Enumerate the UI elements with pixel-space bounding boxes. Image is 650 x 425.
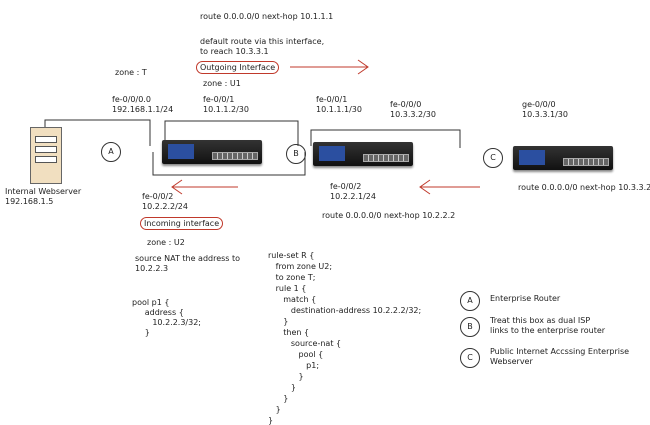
circle-b: B [286, 144, 306, 164]
router-b-icon [313, 142, 413, 166]
router-a-icon [162, 140, 262, 164]
link-a-b-upper [164, 120, 299, 146]
iface-a-lan: fe-0/0/0.0 192.168.1.1/24 [112, 95, 174, 114]
zone-u2: zone : U2 [147, 238, 185, 247]
snat-note: source NAT the address to 10.2.2.3 [135, 254, 241, 273]
webserver-icon [30, 127, 62, 184]
link-a-b-lower [152, 152, 306, 176]
circle-c: C [483, 148, 503, 168]
legend-circle-b: B [460, 317, 480, 337]
pool-config: pool p1 { address { 10.2.2.3/32; } [132, 298, 201, 337]
arrow-left-2 [419, 179, 480, 195]
legend-text-a: Enterprise Router [490, 294, 561, 303]
arrow-outgoing [290, 59, 369, 75]
outgoing-interface-label: Outgoing Interface [196, 61, 280, 74]
legend-circle-a: A [460, 291, 480, 311]
link-server-a [44, 119, 151, 146]
router-c-icon [513, 146, 613, 170]
iface-c: ge-0/0/0 10.3.3.1/30 [522, 100, 568, 119]
server-label: Internal Webserver 192.168.1.5 [5, 187, 82, 206]
route-b: route 0.0.0.0/0 next-hop 10.2.2.2 [322, 211, 456, 220]
iface-a-lo: fe-0/0/2 10.2.2.2/24 [142, 192, 188, 211]
iface-b-up: fe-0/0/0 10.3.3.2/30 [390, 100, 436, 119]
route-text: route 0.0.0.0/0 next-hop 10.1.1.1 [200, 12, 334, 21]
circle-a: A [101, 142, 121, 162]
incoming-interface-label: Incoming interface [140, 217, 224, 230]
legend-text-c: Public Internet Accssing Enterprise Webs… [490, 347, 630, 366]
ruleset-config: rule-set R { from zone U2; to zone T; ru… [268, 251, 422, 425]
legend-text-b: Treat this box as dual ISP links to the … [490, 316, 606, 335]
arrow-left-1 [171, 179, 238, 195]
iface-a-up: fe-0/0/1 10.1.1.2/30 [203, 95, 249, 114]
iface-b-lo: fe-0/0/2 10.2.2.1/24 [330, 182, 376, 201]
iface-b-down: fe-0/0/1 10.1.1.1/30 [316, 95, 362, 114]
link-b-c [310, 129, 461, 148]
legend-circle-c: C [460, 348, 480, 368]
route-note: default route via this interface, to rea… [200, 37, 325, 56]
zone-t: zone : T [115, 68, 147, 77]
route-c: route 0.0.0.0/0 next-hop 10.3.3.2 [518, 183, 650, 192]
zone-u1: zone : U1 [203, 79, 241, 88]
